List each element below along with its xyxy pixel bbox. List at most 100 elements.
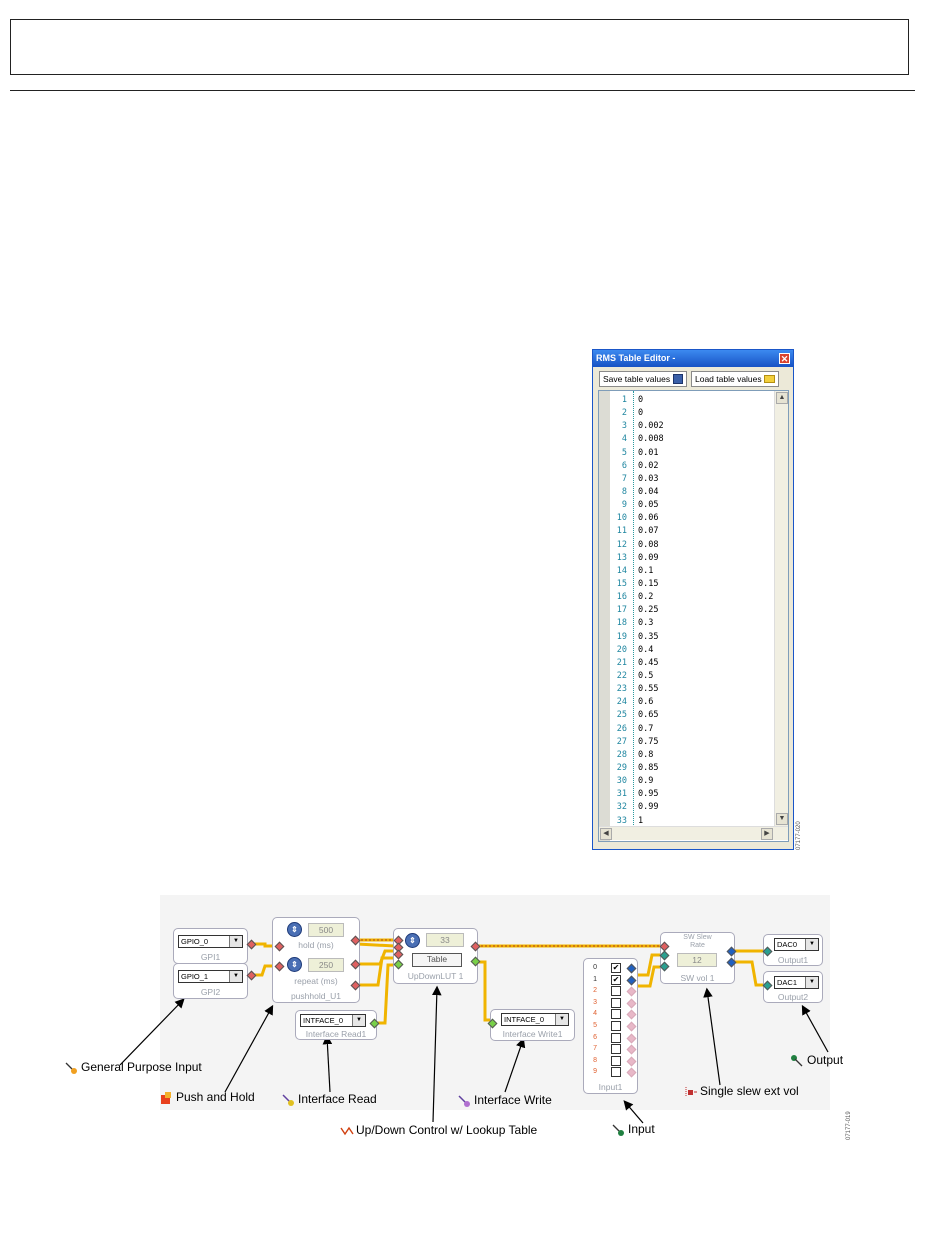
- input-channel-checkbox[interactable]: [611, 1021, 621, 1031]
- hold-value-field[interactable]: 500: [308, 923, 344, 937]
- pushhold-block[interactable]: ⇕ 500 hold (ms) ⇕ 250 repeat (ms) pushho…: [272, 917, 360, 1003]
- table-value[interactable]: 0.01: [638, 447, 659, 458]
- input-channel-pin[interactable]: [626, 1044, 637, 1055]
- gpi2-block[interactable]: GPIO_1 ▼ GPI2: [173, 963, 248, 999]
- table-value[interactable]: 0.2: [638, 592, 654, 603]
- table-value[interactable]: 0.05: [638, 500, 659, 511]
- scroll-up-arrow-icon[interactable]: ▲: [776, 392, 788, 404]
- table-value[interactable]: 0.99: [638, 802, 659, 813]
- input-channel-pin[interactable]: [626, 998, 637, 1009]
- table-value[interactable]: 0.85: [638, 762, 659, 773]
- input-channel-pin[interactable]: [626, 1033, 637, 1044]
- chevron-down-icon[interactable]: ▼: [555, 1014, 568, 1025]
- table-value[interactable]: 0.6: [638, 697, 654, 708]
- chevron-down-icon[interactable]: ▼: [229, 936, 242, 947]
- sw-vol-value-field[interactable]: 12: [677, 953, 717, 967]
- input-channel-checkbox[interactable]: ✔: [611, 963, 621, 973]
- output1-block[interactable]: DAC0 ▼ Output1: [763, 934, 823, 966]
- table-value[interactable]: 1: [638, 815, 644, 826]
- table-value[interactable]: 0.15: [638, 578, 659, 589]
- table-value[interactable]: 0.09: [638, 552, 659, 563]
- table-value[interactable]: 0.07: [638, 526, 659, 537]
- table-value[interactable]: 0.04: [638, 486, 659, 497]
- repeat-knob-icon[interactable]: ⇕: [287, 957, 302, 972]
- vertical-scrollbar[interactable]: ▲ ▼: [774, 391, 788, 826]
- output2-block[interactable]: DAC1 ▼ Output2: [763, 971, 823, 1003]
- input-channel-checkbox[interactable]: ✔: [611, 974, 621, 985]
- chevron-down-icon[interactable]: ▼: [352, 1015, 365, 1026]
- table-value[interactable]: 0.95: [638, 789, 659, 800]
- input-channel-pin[interactable]: [626, 1067, 637, 1078]
- input-channel-checkbox[interactable]: [611, 986, 621, 997]
- horizontal-scrollbar[interactable]: ◀ ▶: [599, 826, 788, 840]
- hold-knob-icon[interactable]: ⇕: [287, 922, 302, 937]
- sw-vol-block[interactable]: SW Slew Rate 12 SW vol 1: [660, 932, 735, 984]
- input-channel-pin[interactable]: [626, 963, 637, 974]
- interface-read-select[interactable]: INTFACE_0 ▼: [300, 1014, 366, 1027]
- input-channel-pin[interactable]: [626, 1009, 637, 1020]
- table-value[interactable]: 0.7: [638, 723, 654, 734]
- save-table-values-button[interactable]: Save table values: [599, 371, 687, 387]
- output2-select[interactable]: DAC1 ▼: [774, 976, 819, 989]
- updown-knob-icon[interactable]: ⇕: [405, 933, 420, 948]
- chevron-down-icon[interactable]: ▼: [229, 971, 242, 982]
- chevron-down-icon[interactable]: ▼: [805, 977, 818, 988]
- table-value[interactable]: 0: [638, 395, 644, 405]
- table-value[interactable]: 0.4: [638, 644, 654, 655]
- input-channel-pin[interactable]: [626, 1021, 637, 1032]
- gpi1-block[interactable]: GPIO_0 ▼ GPI1: [173, 928, 248, 964]
- load-table-values-button[interactable]: Load table values: [691, 371, 779, 387]
- input-channel-checkbox[interactable]: [611, 1055, 621, 1066]
- table-value[interactable]: 0.3: [638, 618, 654, 629]
- updown-lut-block[interactable]: ⇕ 33 Table UpDownLUT 1: [393, 928, 478, 984]
- repeat-value-field[interactable]: 250: [308, 958, 344, 972]
- table-value[interactable]: 0.25: [638, 605, 659, 616]
- interface-write-select[interactable]: INTFACE_0 ▼: [501, 1013, 569, 1026]
- table-value[interactable]: 0.008: [638, 434, 664, 445]
- table-value[interactable]: 0.06: [638, 513, 659, 524]
- interface-write-block[interactable]: INTFACE_0 ▼ Interface Write1: [490, 1009, 575, 1041]
- table-value[interactable]: 0.002: [638, 421, 664, 432]
- input-channel-checkbox[interactable]: [611, 997, 621, 1008]
- table-value[interactable]: 0.35: [638, 631, 659, 642]
- input-channel-pin[interactable]: [626, 986, 637, 997]
- input-channel-checkbox[interactable]: [611, 1067, 621, 1078]
- updown-value-field[interactable]: 33: [426, 933, 464, 947]
- table-value[interactable]: 0.75: [638, 736, 659, 747]
- scroll-down-arrow-icon[interactable]: ▼: [776, 813, 788, 825]
- table-value[interactable]: 0.08: [638, 539, 659, 550]
- gpi1-select[interactable]: GPIO_0 ▼: [178, 935, 243, 948]
- gpi2-select[interactable]: GPIO_1 ▼: [178, 970, 243, 983]
- table-value[interactable]: 0: [638, 408, 644, 419]
- input-channel-checkbox[interactable]: [611, 1044, 621, 1055]
